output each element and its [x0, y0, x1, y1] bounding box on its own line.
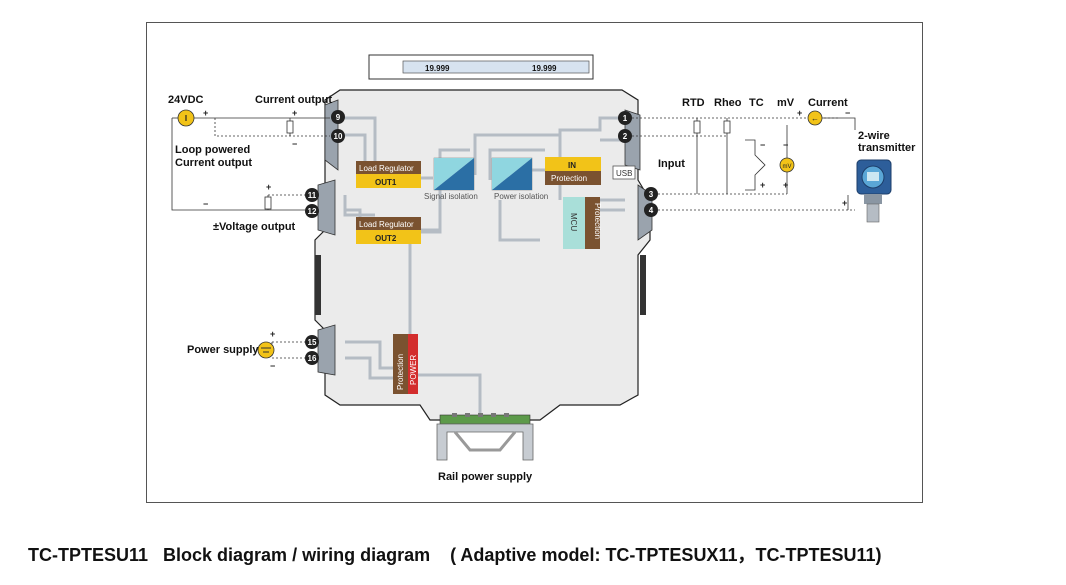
power-block: Protection POWER: [393, 334, 418, 394]
terminal-9-label: 9: [336, 113, 341, 122]
terminal-11-label: 11: [308, 191, 317, 200]
current-output-label: Current output: [255, 94, 332, 106]
power-supply-icon: [257, 341, 275, 359]
plus-sign: +: [270, 329, 275, 339]
mcu-block: MCU Protection: [563, 197, 602, 249]
minus-sign: −: [270, 361, 275, 371]
terminal-9[interactable]: [331, 110, 345, 124]
diagram-frame: [146, 22, 923, 503]
tc-label: TC: [749, 97, 764, 109]
power-isolation-label: Power isolation: [494, 192, 548, 201]
current-source-icon: I: [177, 109, 195, 127]
terminal-1-label: 1: [623, 114, 628, 123]
right-external-wiring: [632, 117, 856, 211]
out1-label: OUT1: [375, 178, 397, 187]
minus-sign: −: [203, 199, 208, 209]
signal-isolation-label: Signal isolation: [424, 192, 478, 201]
current-input-label: Current: [808, 97, 848, 109]
internal-wiring: [343, 116, 625, 415]
power-supply-label: Power supply: [187, 344, 259, 356]
supply-24vdc-label: 24VDC: [168, 94, 204, 106]
current-input-icon: ←: [807, 110, 823, 126]
rheo-label: Rheo: [714, 97, 742, 109]
left-external-wiring: [171, 117, 330, 359]
transmitter-label-1: 2-wire: [858, 130, 890, 142]
rail-connector: [436, 413, 534, 461]
plus-sign: +: [203, 108, 208, 118]
transmitter-label-2: transmitter: [858, 142, 916, 154]
display-value-2: 19.999: [532, 64, 557, 73]
terminal-4[interactable]: [644, 203, 658, 217]
signal-isolation-block: Signal isolation: [424, 157, 478, 201]
mcu-protection-label: Protection: [593, 203, 602, 239]
minus-sign: −: [845, 108, 850, 118]
input-label: Input: [658, 158, 685, 170]
svg-text:←: ←: [811, 114, 819, 123]
mcu-label: MCU: [569, 213, 578, 231]
plus-sign: +: [842, 198, 847, 208]
in-protection-label: Protection: [551, 174, 587, 183]
minus-sign: −: [292, 139, 297, 149]
terminal-1[interactable]: [618, 111, 632, 125]
plus-sign: +: [292, 108, 297, 118]
terminal-16-label: 16: [308, 354, 317, 363]
terminal-4-label: 4: [649, 206, 654, 215]
terminal-10[interactable]: [331, 129, 345, 143]
load-regulator-1-label: Load Regulator: [359, 164, 414, 173]
load-regulator-2-label: Load Regulator: [359, 220, 414, 229]
terminal-3-label: 3: [649, 190, 654, 199]
usb-label: USB: [616, 169, 632, 178]
rail-power-supply-label: Rail power supply: [438, 471, 533, 483]
terminal-2[interactable]: [618, 129, 632, 143]
mv-source-icon: mV: [779, 157, 795, 173]
terminal-16[interactable]: [305, 351, 319, 365]
power-protection-label: Protection: [396, 354, 405, 390]
diagram-caption: TC-TPTESU11 Block diagram / wiring diagr…: [28, 545, 882, 565]
minus-sign: −: [783, 140, 788, 150]
plus-sign: +: [760, 180, 765, 190]
mv-label: mV: [777, 97, 795, 109]
out2-label: OUT2: [375, 234, 397, 243]
minus-sign: −: [760, 140, 765, 150]
plus-sign: +: [797, 108, 802, 118]
rtd-label: RTD: [682, 97, 705, 109]
terminal-15[interactable]: [305, 335, 319, 349]
wiring-diagram: 19.999 19.999 Load Regulato: [168, 54, 916, 483]
display-value-1: 19.999: [425, 64, 450, 73]
terminal-12-label: 12: [308, 207, 317, 216]
loop-powered-label-1: Loop powered: [175, 144, 250, 156]
input-protection-block: IN Protection: [545, 157, 601, 185]
load-regulator-2: Load Regulator OUT2: [356, 217, 421, 244]
plus-sign: +: [783, 180, 788, 190]
svg-text:I: I: [185, 114, 187, 123]
terminal-10-label: 10: [334, 132, 343, 141]
terminal-12[interactable]: [305, 204, 319, 218]
plus-sign: +: [266, 182, 271, 192]
power-isolation-block: Power isolation: [491, 157, 548, 201]
terminal-3[interactable]: [644, 187, 658, 201]
load-regulator-1: Load Regulator OUT1: [356, 161, 421, 188]
terminal-2-label: 2: [623, 132, 628, 141]
power-label: POWER: [409, 355, 418, 385]
terminal-15-label: 15: [308, 338, 317, 347]
loop-powered-label-2: Current output: [175, 157, 252, 169]
in-label: IN: [568, 161, 576, 170]
voltage-output-label: ±Voltage output: [213, 221, 296, 233]
usb-port[interactable]: USB: [612, 165, 636, 180]
mv-badge: mV: [783, 164, 792, 170]
terminal-11[interactable]: [305, 188, 319, 202]
transmitter-icon: [856, 159, 892, 223]
